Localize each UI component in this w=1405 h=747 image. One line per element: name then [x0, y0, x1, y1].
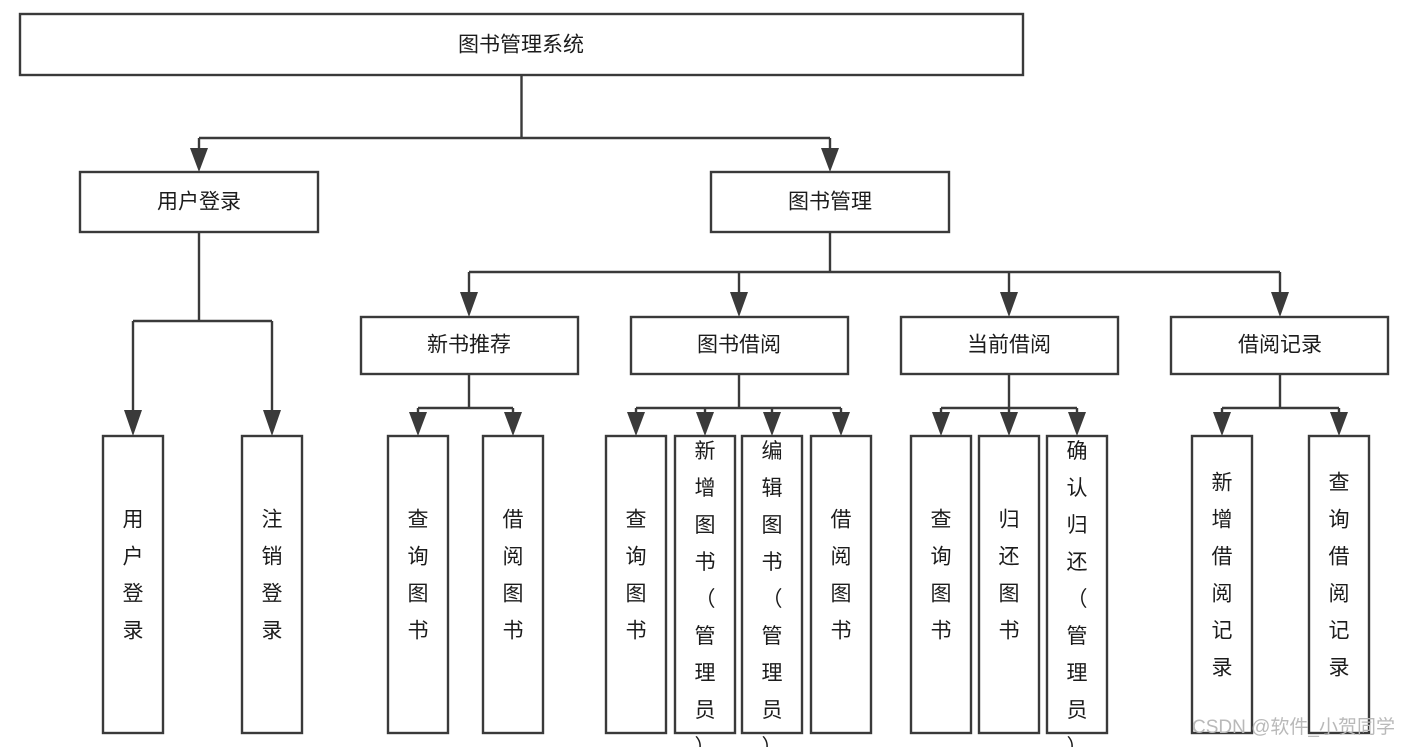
- node-book-management-label: 图书管理: [788, 191, 872, 214]
- leaf-current-borrow-query[interactable]: 查询图书: [909, 434, 973, 735]
- arrow-head-new-book: [460, 292, 478, 317]
- arrow-head-bb-leaf-1: [627, 412, 645, 436]
- leaf-book-borrow-borrow-box: [809, 434, 873, 735]
- node-book-borrowing-box: [629, 315, 850, 376]
- arrow-head-cb-leaf-1: [932, 412, 950, 436]
- node-book-borrowing-label: 图书借阅: [697, 334, 781, 357]
- leaf-new-book-query-label: 查询图书: [408, 509, 429, 643]
- leaf-user-login-login[interactable]: 用户登录: [101, 434, 165, 735]
- leaf-current-borrow-confirm-box: [1045, 434, 1109, 735]
- arrow-head-bb-leaf-2: [696, 412, 714, 436]
- leaf-current-borrow-query-box: [909, 434, 973, 735]
- leaf-book-borrow-edit-label: 编辑图书（管理员）: [762, 440, 783, 747]
- leaf-user-login-login-label: 用户登录: [123, 509, 144, 643]
- node-book-borrowing[interactable]: 图书借阅: [629, 315, 850, 376]
- node-borrowing-records-box: [1169, 315, 1390, 376]
- arrow-head-borrow-record: [1271, 292, 1289, 317]
- leaf-user-login-login-box: [101, 434, 165, 735]
- node-root-system-label: 图书管理系统: [458, 34, 584, 57]
- arrow-head-bb-leaf-3: [763, 412, 781, 436]
- node-new-book-recommend-label: 新书推荐: [427, 334, 511, 357]
- arrow-head-book-borrow: [730, 292, 748, 317]
- leaf-book-borrow-query[interactable]: 查询图书: [604, 434, 668, 735]
- node-user-login[interactable]: 用户登录: [78, 170, 320, 234]
- leaf-book-borrow-edit[interactable]: 编辑图书（管理员）: [740, 434, 804, 747]
- leaf-record-add-box: [1190, 434, 1254, 735]
- leaf-current-borrow-return-box: [977, 434, 1041, 735]
- node-book-management-box: [709, 170, 951, 234]
- node-user-login-box: [78, 170, 320, 234]
- leaf-user-login-logout-label: 注销登录: [262, 509, 283, 643]
- leaf-new-book-query-box: [386, 434, 450, 735]
- leaf-record-query[interactable]: 查询借阅记录: [1307, 434, 1371, 735]
- leaf-book-borrow-add[interactable]: 新增图书（管理员）: [673, 434, 737, 747]
- node-new-book-recommend[interactable]: 新书推荐: [359, 315, 580, 376]
- leaf-book-borrow-add-label: 新增图书（管理员）: [695, 440, 716, 747]
- csdn-watermark: CSDN @软件_小贺同学: [1192, 716, 1395, 738]
- leaf-book-borrow-borrow-label: 借阅图书: [831, 509, 852, 643]
- leaf-user-login-logout[interactable]: 注销登录: [240, 434, 304, 735]
- node-current-borrowing-box: [899, 315, 1120, 376]
- node-user-login-label: 用户登录: [157, 191, 241, 214]
- leaf-current-borrow-return-label: 归还图书: [999, 509, 1020, 643]
- leaf-book-borrow-edit-box: [740, 434, 804, 735]
- arrow-head-user-login: [190, 148, 208, 172]
- arrow-head-leaf-user-login: [124, 410, 142, 436]
- leaf-record-query-box: [1307, 434, 1371, 735]
- leaf-current-borrow-confirm[interactable]: 确认归还（管理员）: [1045, 434, 1109, 747]
- leaf-record-add[interactable]: 新增借阅记录: [1190, 434, 1254, 735]
- node-borrowing-records[interactable]: 借阅记录: [1169, 315, 1390, 376]
- leaf-current-borrow-confirm-label: 确认归还（管理员）: [1067, 440, 1088, 747]
- node-root-system-box: [18, 12, 1025, 77]
- node-current-borrowing-label: 当前借阅: [967, 334, 1051, 357]
- connector-layer: [124, 75, 1348, 436]
- arrow-head-book-mgmt: [821, 148, 839, 172]
- node-borrowing-records-label: 借阅记录: [1238, 334, 1322, 357]
- arrow-head-nb-leaf-2: [504, 412, 522, 436]
- arrow-head-current-borrow: [1000, 292, 1018, 317]
- leaf-current-borrow-query-label: 查询图书: [931, 509, 952, 643]
- arrow-head-br-leaf-2: [1330, 412, 1348, 436]
- leaf-book-borrow-borrow[interactable]: 借阅图书: [809, 434, 873, 735]
- leaf-record-add-label: 新增借阅记录: [1212, 472, 1233, 680]
- leaf-new-book-query[interactable]: 查询图书: [386, 434, 450, 735]
- arrow-head-cb-leaf-2: [1000, 412, 1018, 436]
- arrow-head-bb-leaf-4: [832, 412, 850, 436]
- arrow-head-leaf-logout: [263, 410, 281, 436]
- arrow-head-br-leaf-1: [1213, 412, 1231, 436]
- node-current-borrowing[interactable]: 当前借阅: [899, 315, 1120, 376]
- arrow-head-nb-leaf-1: [409, 412, 427, 436]
- leaf-user-login-logout-box: [240, 434, 304, 735]
- leaf-book-borrow-add-box: [673, 434, 737, 735]
- arrow-head-cb-leaf-3: [1068, 412, 1086, 436]
- leaf-current-borrow-return[interactable]: 归还图书: [977, 434, 1041, 735]
- leaf-new-book-borrow[interactable]: 借阅图书: [481, 434, 545, 735]
- leaf-new-book-borrow-box: [481, 434, 545, 735]
- node-book-management[interactable]: 图书管理: [709, 170, 951, 234]
- leaf-new-book-borrow-label: 借阅图书: [503, 509, 524, 643]
- node-new-book-recommend-box: [359, 315, 580, 376]
- leaf-record-query-label: 查询借阅记录: [1329, 472, 1350, 680]
- leaf-book-borrow-query-box: [604, 434, 668, 735]
- node-root-system[interactable]: 图书管理系统: [18, 12, 1025, 77]
- leaf-book-borrow-query-label: 查询图书: [626, 509, 647, 643]
